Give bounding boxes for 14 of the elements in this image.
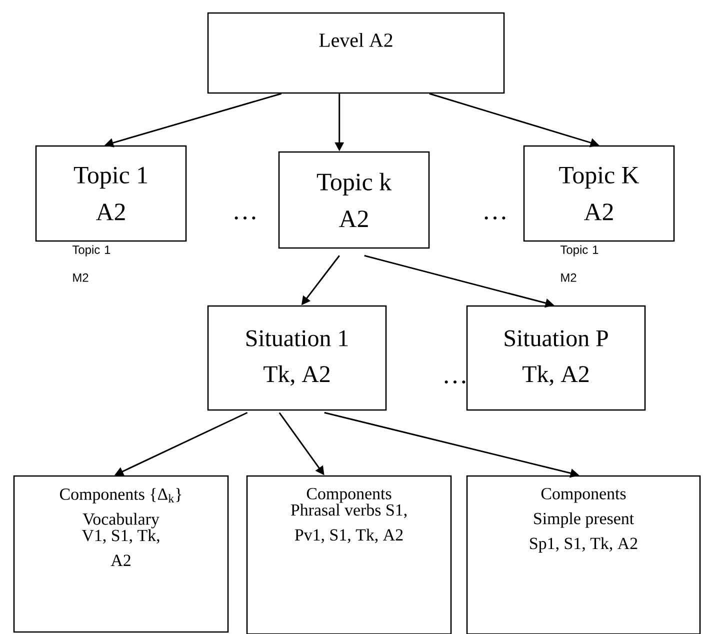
box: Topic 1 A2	[35, 145, 187, 242]
note-text: Topic 1 M2	[560, 245, 598, 282]
note-text: Topic 1 M2	[72, 245, 110, 282]
box: Situation P Tk, A2	[466, 305, 646, 411]
ellipsis: …	[234, 216, 256, 220]
ellipsis: …	[444, 380, 466, 384]
box: Components Phrasal verbs S1, Pv1, S1, Tk, A2	[246, 475, 452, 634]
ellipsis: …	[484, 216, 506, 220]
box: Situation 1 Tk, A2	[207, 305, 387, 411]
box: Topic K A2	[523, 145, 675, 242]
box: Components Simple present Sp1, S1, Tk, A2	[466, 475, 701, 634]
box: Level A2	[207, 12, 505, 94]
box: Topic k A2	[278, 151, 430, 249]
box: Components {Δ$_{k}$} Vocabulary V1, S1, Tk, A2	[13, 475, 229, 633]
